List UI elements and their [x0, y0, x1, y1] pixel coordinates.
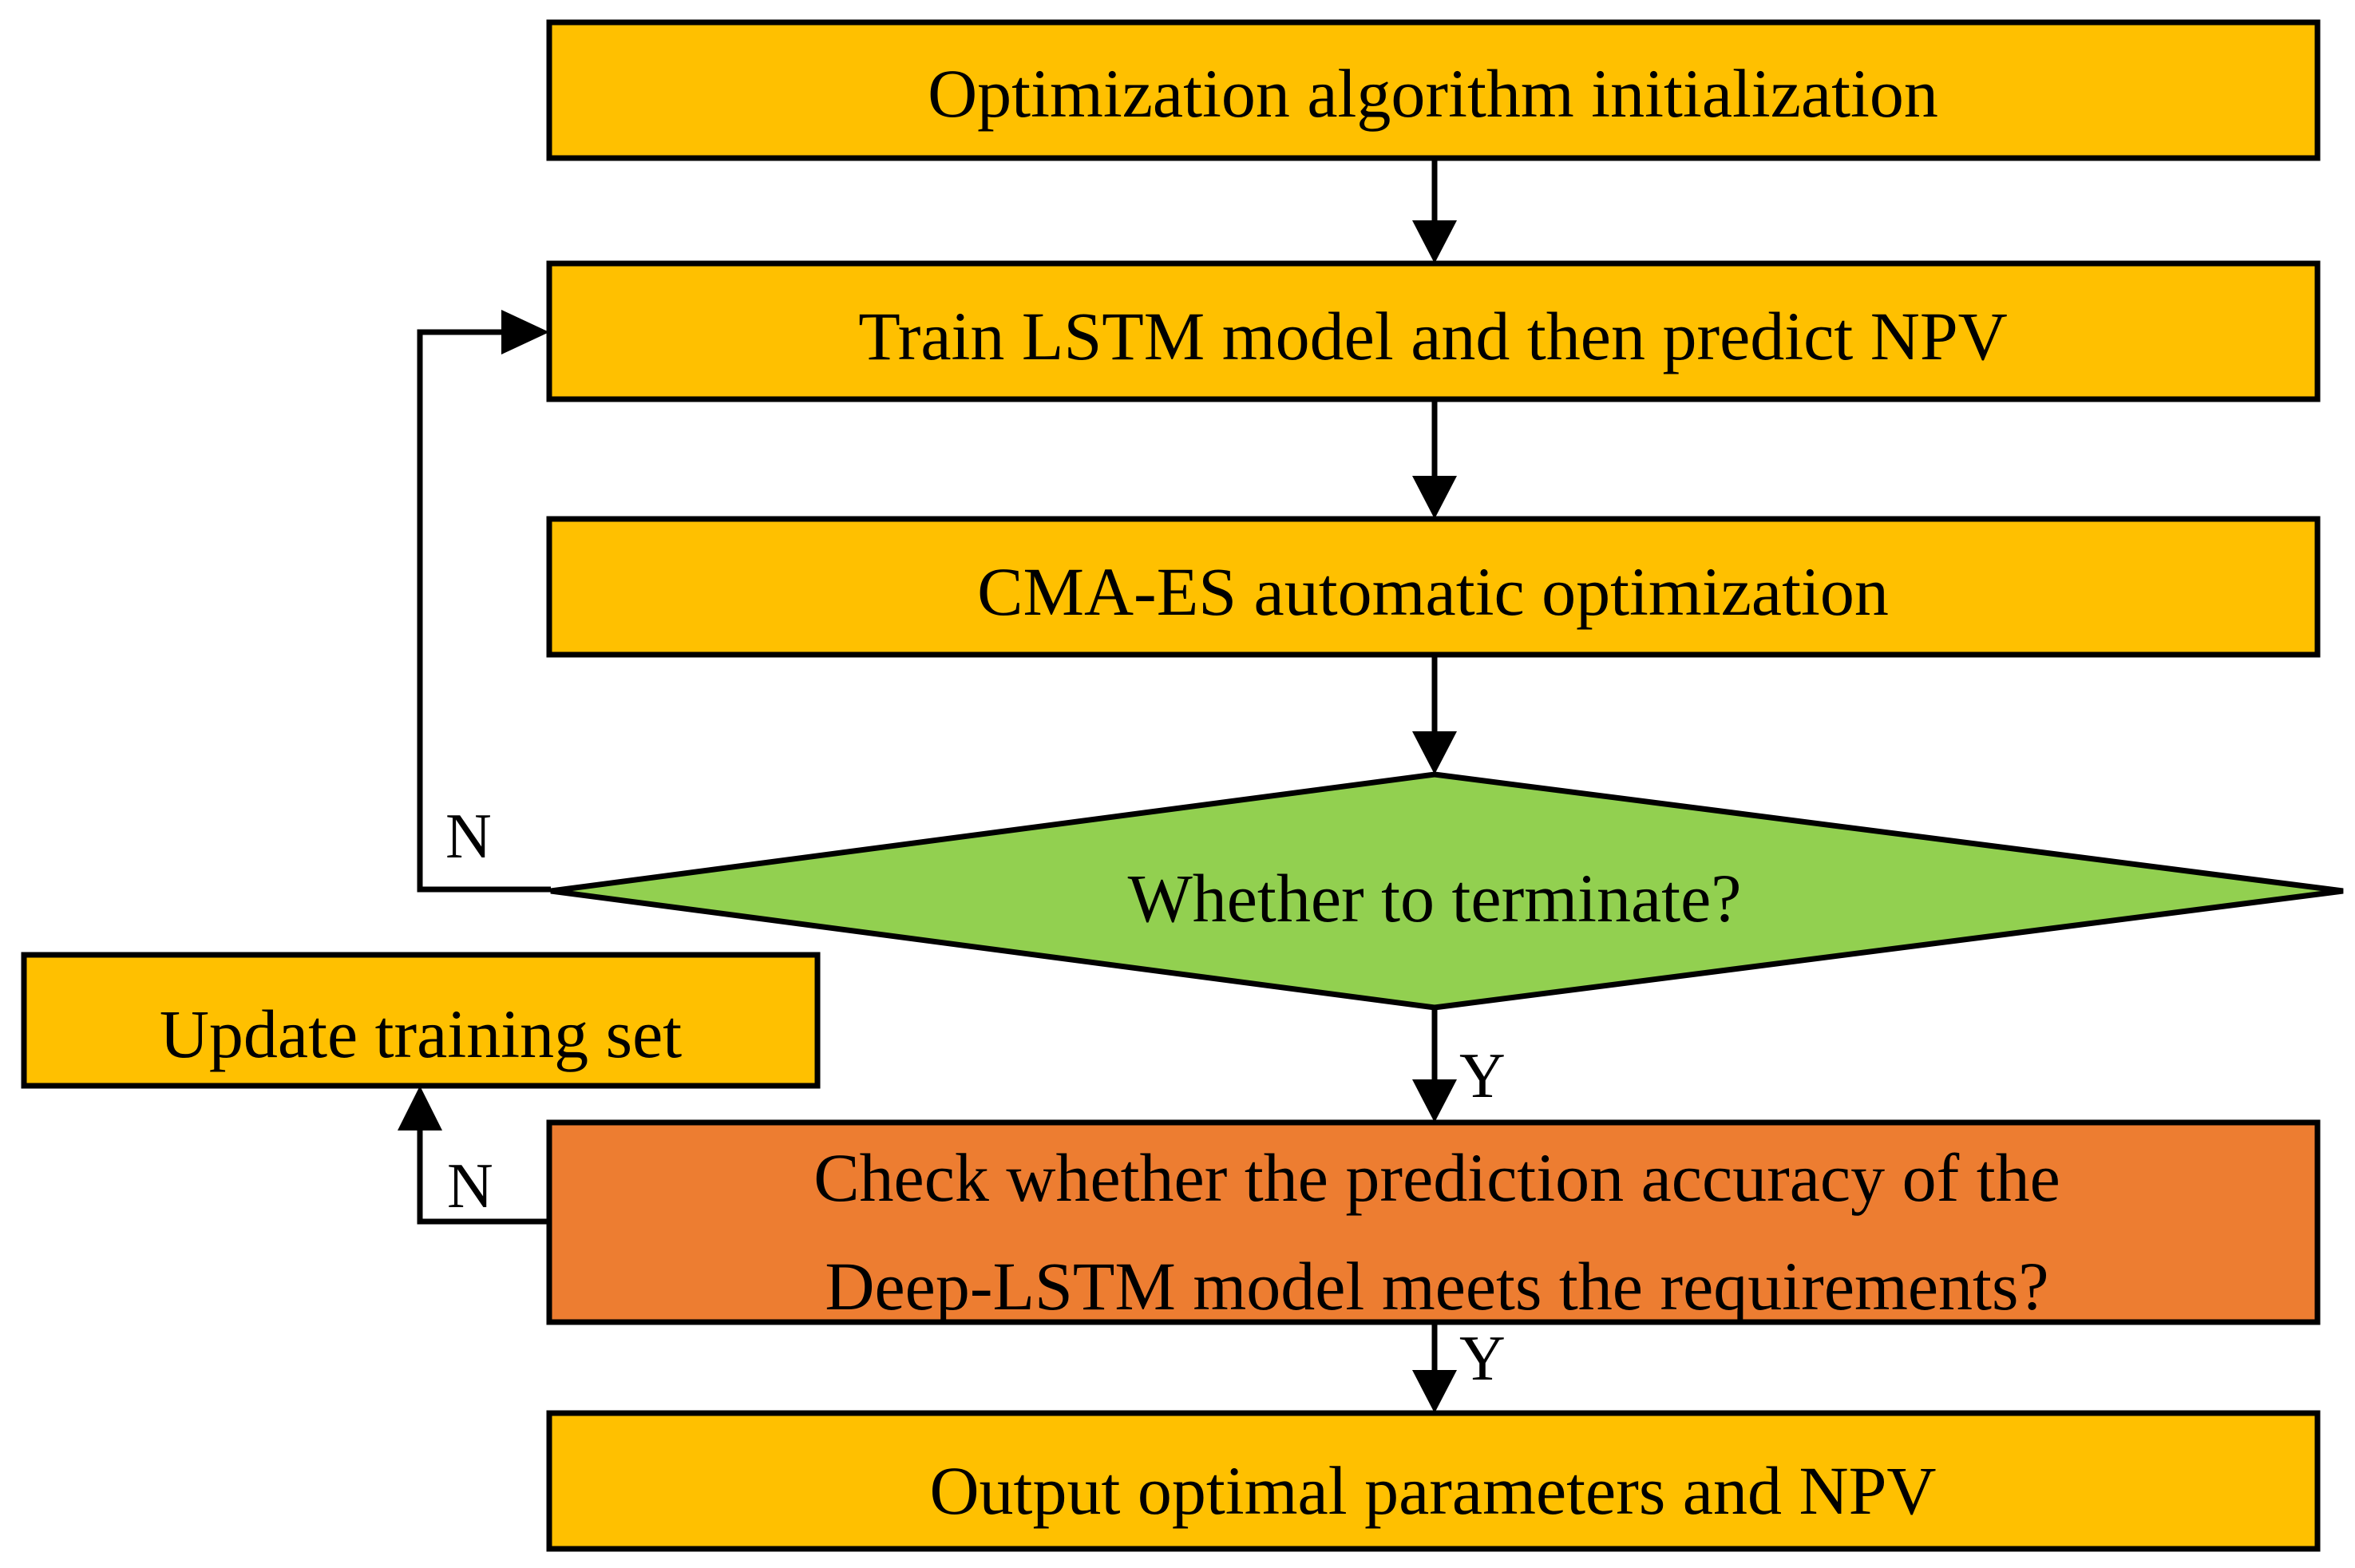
arrowhead-check-to-output	[1412, 1370, 1457, 1413]
edge-label-terminate-yes: Y	[1459, 1041, 1506, 1111]
node-check: Check whether the prediction accuracy of…	[546, 1119, 2321, 1325]
node-init-label: Optimization algorithm initialization	[928, 55, 1938, 132]
node-cmaes: CMA-ES automatic optimization	[546, 516, 2321, 658]
node-init: Optimization algorithm initialization	[546, 19, 2321, 161]
node-update: Update training set	[21, 952, 821, 1089]
node-terminate-diamond	[550, 771, 2344, 1011]
node-cmaes-box	[546, 516, 2321, 658]
node-terminate-label: Whether to terminate?	[1128, 860, 1742, 936]
node-output-label: Output optimal parameters and NPV	[929, 1452, 1936, 1529]
edge-label-check-yes: Y	[1459, 1324, 1506, 1394]
arrowhead-cmaes-to-decision	[1412, 731, 1457, 774]
node-check-label-line2: Deep-LSTM model meets the requirements?	[825, 1248, 2048, 1324]
arrowhead-decision-to-check	[1412, 1079, 1457, 1123]
node-train-label: Train LSTM model and then predict NPV	[858, 298, 2008, 374]
node-train: Train LSTM model and then predict NPV	[546, 260, 2321, 402]
arrowhead-loop-to-train	[501, 310, 549, 354]
node-terminate-decision: Whether to terminate?	[550, 771, 2344, 1011]
node-output: Output optimal parameters and NPV	[546, 1410, 2321, 1552]
node-init-box	[546, 19, 2321, 161]
edge-label-check-no: N	[447, 1151, 493, 1222]
node-train-box	[546, 260, 2321, 402]
node-cmaes-label: CMA-ES automatic optimization	[977, 553, 1889, 630]
arrowhead-init-to-train	[1412, 220, 1457, 263]
arrowhead-train-to-cmaes	[1412, 476, 1457, 519]
edge-label-terminate-no: N	[445, 802, 492, 872]
arrowhead-to-update	[398, 1086, 442, 1130]
connector-decision-no-loop	[417, 329, 551, 893]
node-output-box	[546, 1410, 2321, 1552]
connector-check-no-to-update	[417, 1130, 549, 1225]
node-update-box	[21, 952, 821, 1089]
node-update-label: Update training set	[160, 996, 682, 1072]
node-check-label-line1: Check whether the prediction accuracy of…	[813, 1139, 2060, 1216]
node-check-box	[546, 1119, 2321, 1325]
